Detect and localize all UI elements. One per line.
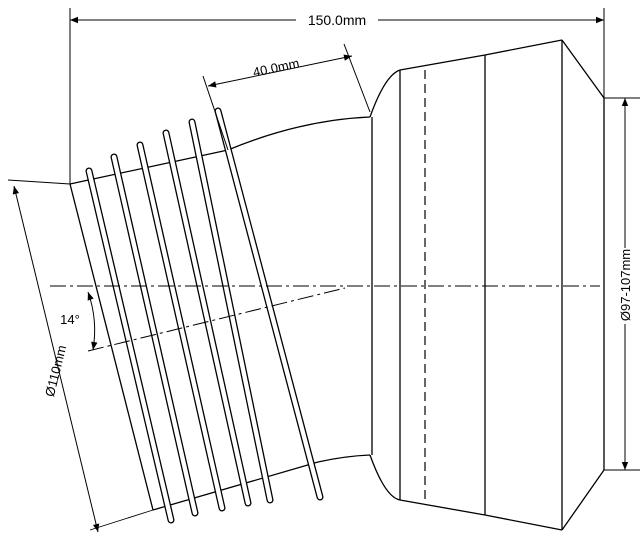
spigot-length-dimension <box>202 43 371 151</box>
rib-fill <box>215 108 323 500</box>
outlet-diameter-label: Ø97-107mm <box>618 249 633 321</box>
overall-length-label: 150.0mm <box>308 12 366 28</box>
bend-section <box>227 116 371 463</box>
centre-lines <box>50 285 600 352</box>
outlet-body <box>369 39 605 531</box>
angle-label: 14° <box>60 312 80 327</box>
inlet-axis <box>87 287 346 352</box>
angle-dimension <box>87 291 98 351</box>
rib-fill <box>137 142 225 511</box>
rib-fill <box>86 168 174 523</box>
inlet-diameter-label: Ø110mm <box>42 344 69 399</box>
inlet-spigot <box>69 149 319 511</box>
overall-length-dimension <box>69 8 605 184</box>
inlet-diameter-dimension <box>7 179 154 533</box>
rib-fill <box>189 119 273 503</box>
spigot-length-label: 40.0mm <box>252 55 301 79</box>
rib-fill <box>163 130 251 506</box>
